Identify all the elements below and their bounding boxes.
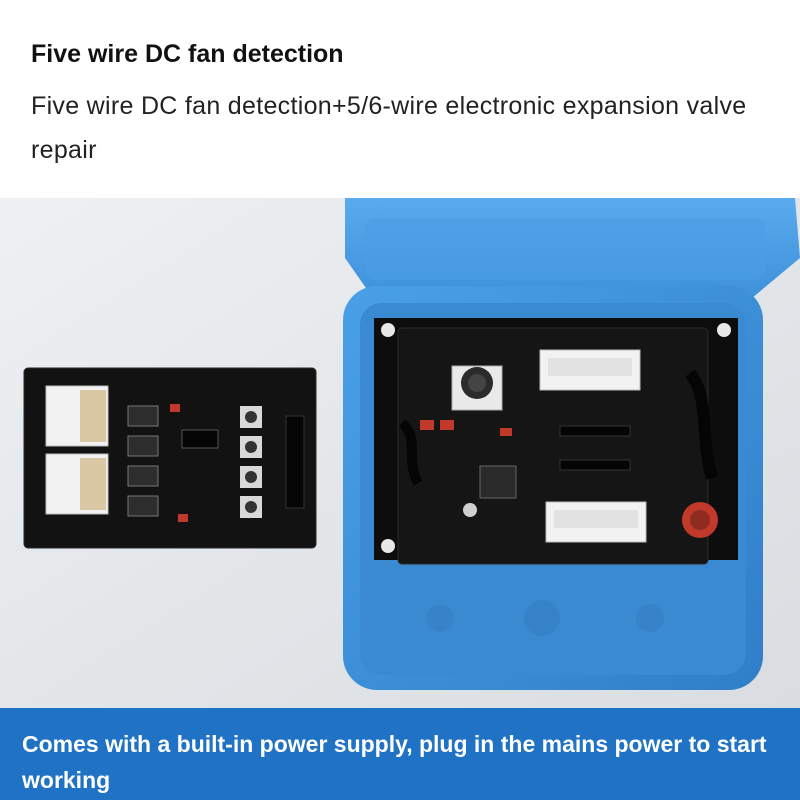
product-photo — [0, 198, 800, 708]
product-illustration — [0, 198, 800, 708]
fan-tester-pcb — [397, 327, 718, 565]
page-subtitle: Five wire DC fan detection+5/6-wire elec… — [31, 92, 747, 164]
footer-caption: Comes with a built-in power supply, plug… — [22, 731, 767, 793]
tactile-button-icon — [240, 406, 262, 518]
page-title: Five wire DC fan detection — [31, 40, 344, 68]
valve-repair-pcb — [23, 367, 317, 549]
footer-banner: Comes with a built-in power supply, plug… — [0, 708, 800, 800]
header: Five wire DC fan detection Five wire DC … — [0, 0, 800, 198]
case-lid — [345, 198, 800, 308]
